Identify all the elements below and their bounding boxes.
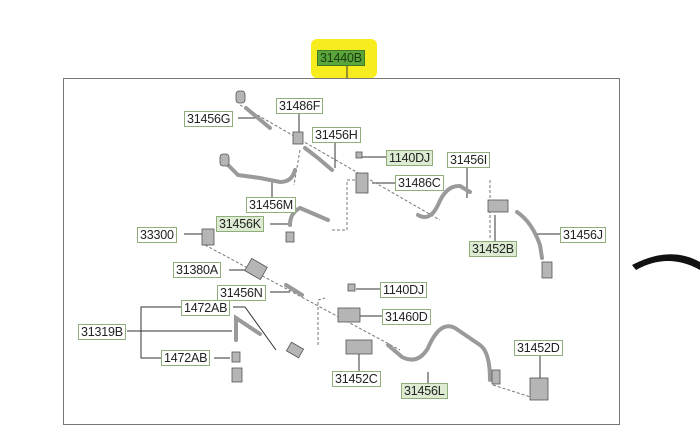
part-shapes: [201, 90, 553, 401]
part-label-1140DJ-lower[interactable]: 1140DJ: [380, 282, 427, 298]
part-label-31456H[interactable]: 31456H: [312, 127, 361, 143]
part-label-31452C[interactable]: 31452C: [332, 371, 381, 387]
part-label-1472AB-lower[interactable]: 1472AB: [161, 350, 211, 366]
part-label-31456I[interactable]: 31456I: [447, 152, 491, 168]
part-label-31486F[interactable]: 31486F: [276, 98, 324, 114]
page-edge-arc: [632, 254, 700, 270]
part-label-31319B[interactable]: 31319B: [78, 324, 126, 340]
part-label-31456G[interactable]: 31456G: [184, 111, 234, 127]
part-label-31460D[interactable]: 31460D: [382, 309, 431, 325]
dashed-lines: [204, 104, 541, 401]
part-label-1140DJ-upper[interactable]: 1140DJ: [386, 150, 433, 166]
part-label-31486C[interactable]: 31486C: [395, 175, 444, 191]
assembly-label[interactable]: 31440B: [317, 50, 365, 66]
part-label-31456K[interactable]: 31456K: [216, 216, 264, 232]
part-label-31452D[interactable]: 31452D: [514, 340, 563, 356]
tubes: [226, 106, 544, 382]
part-label-31456N[interactable]: 31456N: [217, 285, 266, 301]
part-label-31452B[interactable]: 31452B: [469, 241, 517, 257]
leader-lines: [127, 65, 560, 385]
part-label-33300[interactable]: 33300: [137, 227, 177, 243]
diagram-frame: [63, 78, 620, 425]
part-label-31456M[interactable]: 31456M: [246, 197, 296, 213]
part-label-31456J[interactable]: 31456J: [560, 227, 606, 243]
part-label-31456L[interactable]: 31456L: [401, 383, 448, 399]
part-label-1472AB-upper[interactable]: 1472AB: [181, 300, 231, 316]
part-label-31380A[interactable]: 31380A: [173, 262, 221, 278]
